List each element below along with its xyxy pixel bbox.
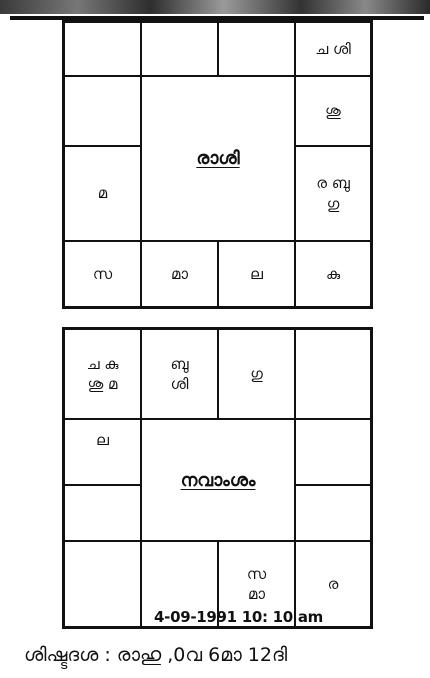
navamsa-cell-right-1 xyxy=(295,419,371,485)
navamsa-cell-right-2 xyxy=(295,485,371,541)
navamsa-title: നവാംശം xyxy=(180,469,256,491)
top-cropped-banner xyxy=(0,0,430,14)
top-divider xyxy=(10,16,424,20)
rasi-cell-right-2: ര ബു ഗു xyxy=(295,146,371,241)
rasi-cell-2 xyxy=(141,22,218,76)
navamsa-cell-left-2 xyxy=(64,485,141,541)
rasi-cell-1 xyxy=(64,22,141,76)
rasi-cell-3 xyxy=(218,22,295,76)
navamsa-cell-bottom-3: സ മാ xyxy=(218,541,295,627)
rasi-cell-left-1 xyxy=(64,76,141,146)
navamsa-cell-bottom-1 xyxy=(64,541,141,627)
navamsa-cell-2: ബു ശി xyxy=(141,329,218,419)
navamsa-cell-4 xyxy=(295,329,371,419)
navamsa-cell-bottom-2 xyxy=(141,541,218,627)
rasi-center: രാശി xyxy=(141,76,295,241)
rasi-cell-bottom-4: കു xyxy=(295,241,371,307)
rasi-cell-bottom-1: സ xyxy=(64,241,141,307)
rasi-title: രാശി xyxy=(196,148,240,169)
rasi-cell-bottom-2: മാ xyxy=(141,241,218,307)
navamsa-cell-left-1: ല xyxy=(64,419,141,485)
navamsa-cell-bottom-4: ര xyxy=(295,541,371,627)
rasi-chart: ച ശി ശു മ ര ബു ഗു രാശി സ മാ ല കു xyxy=(62,20,373,309)
rasi-cell-left-2: മ xyxy=(64,146,141,241)
dasha-balance: ശിഷ്ടദശ : രാഹു ,0വ 6മാ 12ദി xyxy=(24,644,288,666)
birth-datetime: 4-09-1991 10: 10 am xyxy=(154,608,323,626)
navamsa-cell-1: ച കു ശു മ xyxy=(64,329,141,419)
rasi-cell-right-1: ശു xyxy=(295,76,371,146)
rasi-cell-4: ച ശി xyxy=(295,22,371,76)
navamsa-center: നവാംശം xyxy=(141,419,295,541)
navamsa-cell-3: ഗു xyxy=(218,329,295,419)
navamsa-chart: ച കു ശു മ ബു ശി ഗു ല നവാംശം സ മാ ര xyxy=(62,327,373,629)
rasi-cell-bottom-3: ല xyxy=(218,241,295,307)
